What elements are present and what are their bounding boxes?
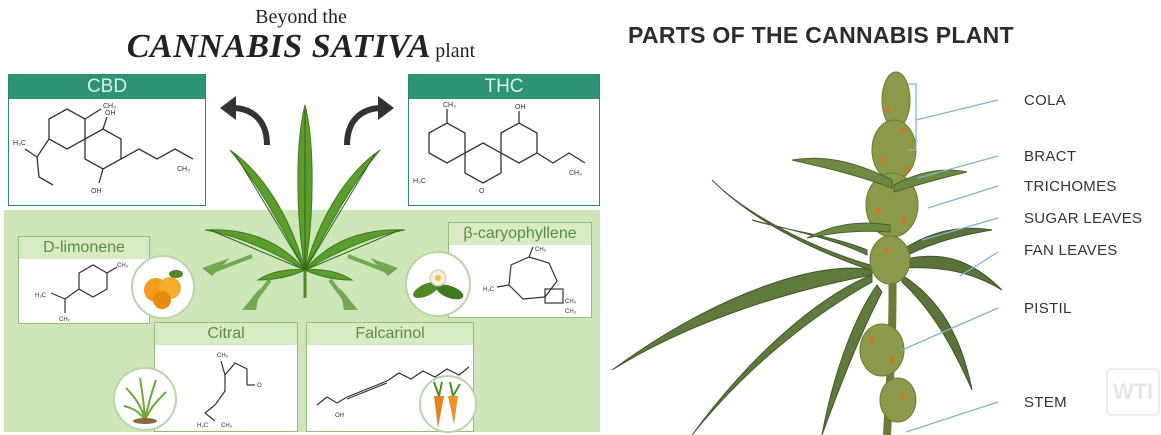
svg-text:H₃C: H₃C [483, 287, 495, 293]
grass-icon [113, 367, 177, 431]
svg-text:CH₃: CH₃ [217, 353, 229, 359]
d-limonene-molecule-icon: CH₃ H₃C CH₂ [35, 263, 129, 323]
svg-text:O: O [479, 188, 485, 195]
svg-text:OH: OH [335, 413, 344, 419]
svg-text:CH₃: CH₃ [177, 166, 190, 173]
svg-text:CH₃: CH₃ [221, 423, 233, 429]
watermark-logo: WTI [1106, 368, 1160, 416]
svg-text:CH₃: CH₃ [535, 247, 547, 253]
svg-text:OH: OH [105, 110, 116, 117]
svg-text:H₃C: H₃C [413, 178, 426, 185]
svg-text:OH: OH [91, 188, 102, 195]
flower-icon [405, 251, 471, 317]
svg-text:H₃C: H₃C [197, 423, 209, 429]
label-trichomes: TRICHOMES [1024, 178, 1117, 195]
thc-label: THC [409, 75, 599, 99]
d-limonene-label: D-limonene [19, 237, 149, 259]
label-stem: STEM [1024, 394, 1067, 411]
citral-molecule-icon: CH₃ O H₃C CH₃ [197, 353, 262, 429]
beta-caryophyllene-label: β-caryophyllene [449, 223, 591, 245]
thc-box: THC CH₃ OH H₃C O CH₃ [408, 74, 600, 206]
label-cola: COLA [1024, 92, 1067, 109]
falcarinol-molecule-icon: OH [316, 366, 470, 419]
label-pistil: PISTIL [1024, 300, 1072, 317]
cannabis-plant-image [611, 71, 1003, 435]
title-prefix: Beyond the [255, 6, 347, 28]
cannabis-leaf-icon [204, 104, 406, 298]
svg-text:CH₂: CH₂ [59, 317, 71, 323]
pointer-lines [902, 83, 999, 433]
label-sugar-leaves: SUGAR LEAVES [1024, 210, 1143, 227]
orange-fruit-icon [131, 255, 195, 319]
label-bract: BRACT [1024, 148, 1077, 165]
svg-text:CH₃: CH₃ [443, 102, 456, 109]
cbd-label: CBD [9, 75, 205, 99]
svg-text:O: O [257, 383, 262, 389]
svg-text:H₃C: H₃C [35, 293, 47, 299]
terpene-arrows [202, 254, 398, 310]
d-limonene-box: D-limonene CH₃ H₃C CH₂ [18, 236, 150, 324]
thc-molecule-icon: CH₃ OH H₃C O CH₃ [413, 102, 586, 195]
svg-text:CH₃: CH₃ [103, 103, 116, 110]
svg-text:OH: OH [515, 104, 526, 111]
main-title-suffix: plant [435, 40, 476, 62]
svg-text:CH₃: CH₃ [117, 263, 129, 269]
label-fan-leaves: FAN LEAVES [1024, 242, 1118, 259]
main-title-name: CANNABIS SATIVA [126, 28, 432, 65]
carrot-icon [419, 375, 477, 433]
svg-text:CH₃: CH₃ [565, 299, 577, 305]
svg-text:CH₃: CH₃ [569, 170, 582, 177]
cbd-box: CBD CH₃ OH H₃C OH CH₃ [8, 74, 206, 206]
plant-parts-panel: PARTS OF THE CANNABIS PLANT [602, 0, 1161, 435]
plant-parts-title: PARTS OF THE CANNABIS PLANT [628, 22, 1014, 48]
svg-text:CH₃: CH₃ [565, 309, 577, 315]
transform-arrows [220, 96, 394, 146]
cbd-molecule-icon: CH₃ OH H₃C OH CH₃ [13, 103, 194, 195]
citral-box: Citral CH₃ O H₃C CH₃ [154, 322, 298, 432]
citral-label: Citral [155, 323, 297, 345]
beta-caryophyllene-molecule-icon: CH₃ H₃C CH₃ CH₃ [483, 246, 577, 315]
falcarinol-label: Falcarinol [307, 323, 473, 345]
svg-text:H₃C: H₃C [13, 140, 26, 147]
beta-caryophyllene-box: β-caryophyllene CH₃ H₃C CH₃ CH₃ [448, 222, 592, 318]
